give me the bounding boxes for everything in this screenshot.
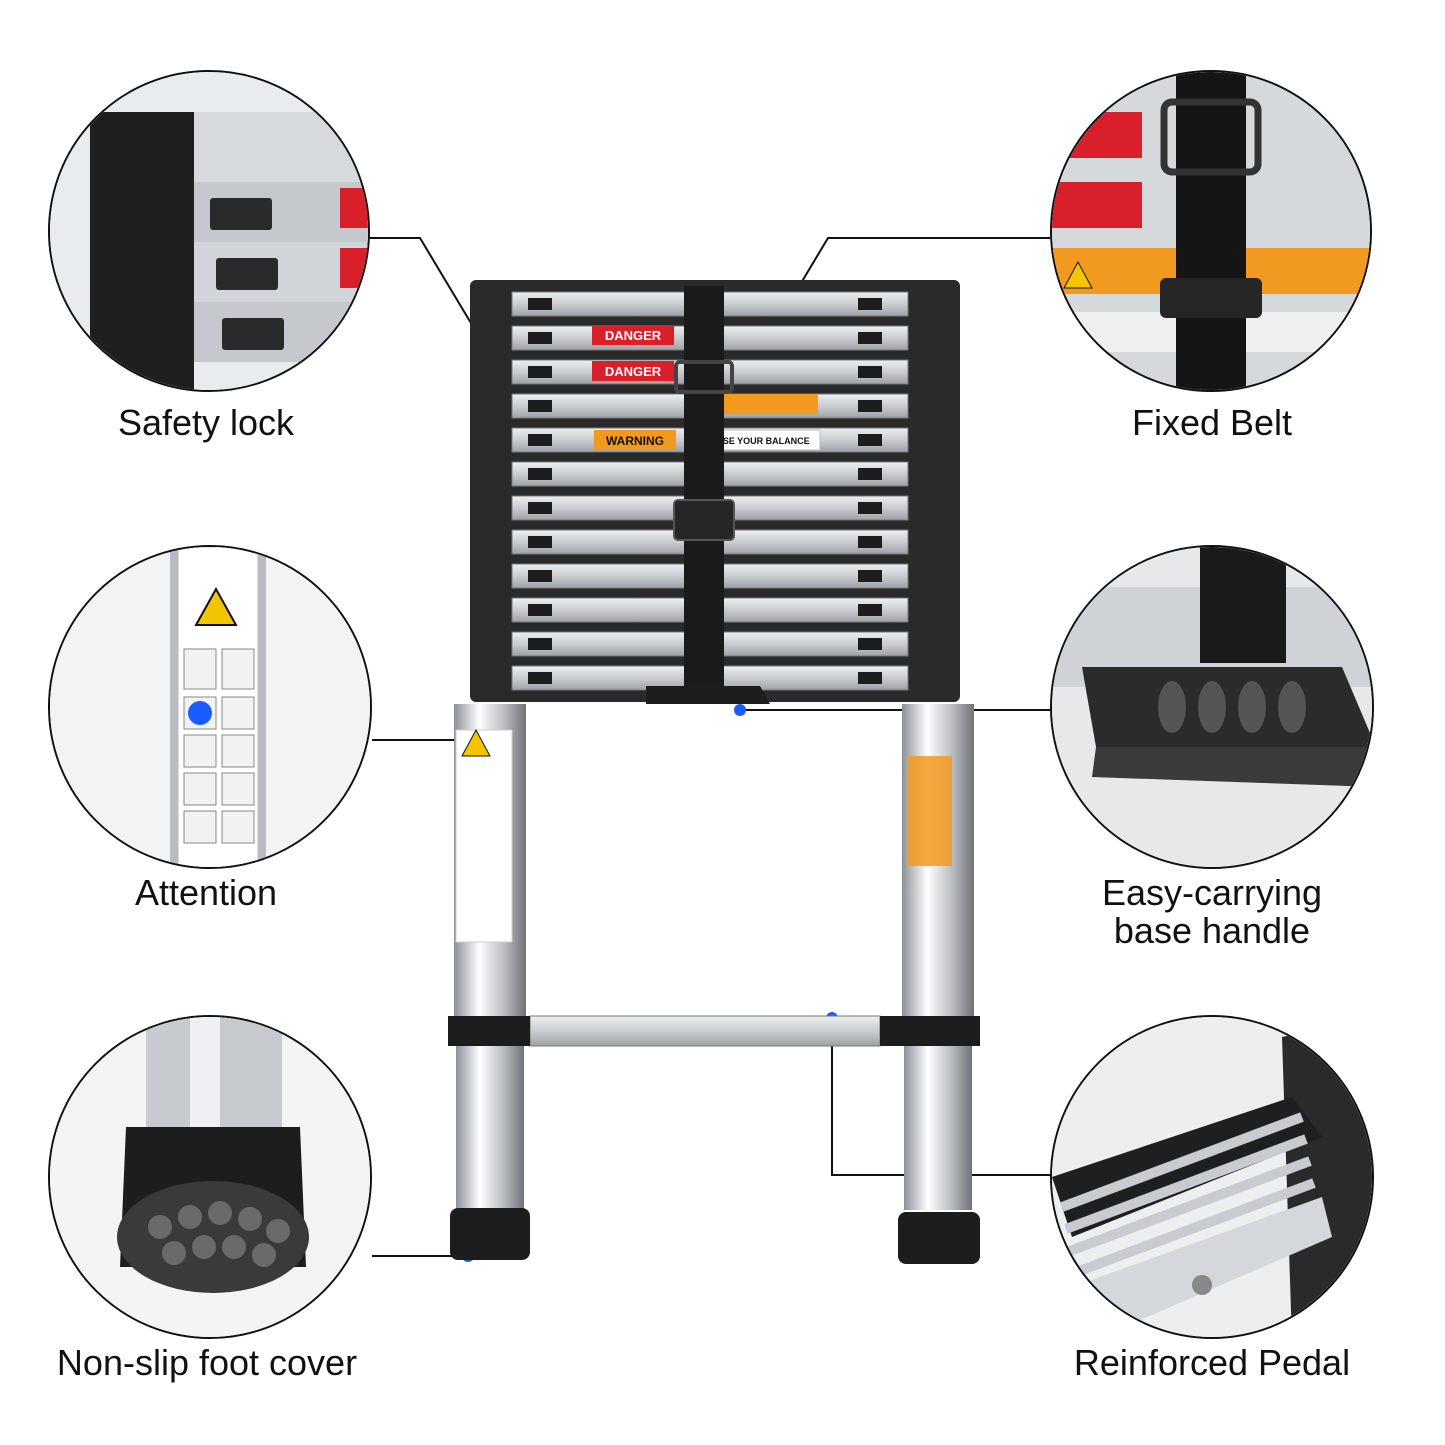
lose-balance-text: LOSE YOUR BALANCE (710, 436, 809, 446)
attention-sticker-icon (50, 547, 370, 867)
pedal-label: Reinforced Pedal (1073, 1342, 1351, 1383)
ladder-poles (454, 704, 974, 1210)
pedal-icon (1052, 1017, 1372, 1337)
base-handle-label-line1: Easy-carrying (1101, 872, 1323, 913)
attention-detail (48, 545, 372, 869)
foot-cover-detail (48, 1015, 372, 1339)
foot-cover-label: Non-slip foot cover (56, 1342, 358, 1383)
attention-label: Attention (134, 872, 278, 913)
base-handle (646, 686, 770, 704)
pointer-dot (734, 704, 746, 716)
ladder-stickers: DANGER DANGER WARNING LOSE YOUR BALANCE (592, 325, 821, 451)
left-foot (450, 1208, 530, 1260)
warning-sticker-text: WARNING (606, 434, 664, 448)
base-handle-label-line2: base handle (1113, 910, 1311, 951)
fixed-belt-label: Fixed Belt (1131, 402, 1293, 443)
base-handle-label: Easy-carrying base handle (1050, 874, 1374, 950)
fixed-belt-icon (1052, 72, 1370, 390)
base-handle-detail (1050, 545, 1374, 869)
bottom-pedal (529, 1015, 881, 1047)
safety-lock-label: Safety lock (117, 402, 295, 443)
right-foot (898, 1212, 980, 1264)
safety-lock-icon (50, 72, 368, 390)
pedal-detail (1050, 1015, 1374, 1339)
fixed-belt-detail (1050, 70, 1372, 392)
attention-sticker (455, 729, 513, 943)
fixed-belt (673, 286, 735, 686)
danger-sticker-text-2: DANGER (605, 364, 662, 379)
safety-lock-detail (48, 70, 370, 392)
danger-sticker-text-1: DANGER (605, 328, 662, 343)
base-handle-icon (1052, 547, 1372, 867)
usage-sticker (908, 756, 952, 866)
foot-cover-icon (50, 1017, 370, 1337)
